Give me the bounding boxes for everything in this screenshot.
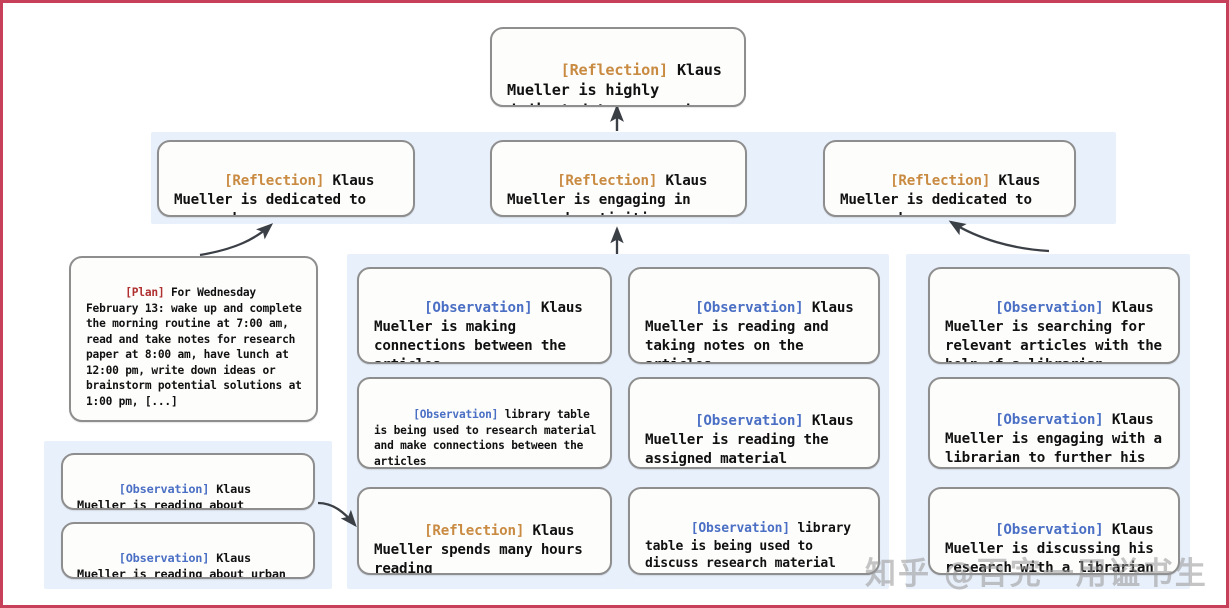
root-reflection-card[interactable]: [Reflection] Klaus Mueller is highly ded… — [490, 27, 746, 107]
column-b-text-3: library table is being used to discuss r… — [645, 521, 859, 572]
column-a-text-1: Klaus Mueller is making connections betw… — [374, 299, 583, 362]
left-observation-text-1: Klaus Mueller is reading about gentrific… — [77, 482, 251, 510]
reflection-text-2: Klaus Mueller is engaging in research ac… — [507, 172, 708, 215]
reflection-tag: [Reflection] — [890, 172, 991, 189]
column-b-card-3[interactable]: [Observation] library table is being use… — [628, 487, 880, 575]
column-b-card-2[interactable]: [Observation] Klaus Mueller is reading t… — [628, 377, 880, 469]
observation-tag: [Observation] — [424, 299, 533, 316]
observation-tag: [Observation] — [695, 412, 804, 429]
column-a-card-2[interactable]: [Observation] library table is being use… — [357, 377, 612, 469]
observation-tag: [Observation] — [118, 551, 210, 566]
column-b-text-2: Klaus Mueller is reading the assigned ma… — [645, 412, 862, 467]
reflection-card-2[interactable]: [Reflection] Klaus Mueller is engaging i… — [490, 140, 747, 217]
column-a-text-3: Klaus Mueller spends many hours reading — [374, 522, 591, 575]
root-reflection-text: Klaus Mueller is highly dedicated to res… — [507, 61, 722, 105]
left-observation-card-1[interactable]: [Observation] Klaus Mueller is reading a… — [61, 453, 315, 510]
reflection-card-3[interactable]: [Reflection] Klaus Mueller is dedicated … — [823, 140, 1076, 217]
reflection-text-1: Klaus Mueller is dedicated to research — [174, 172, 375, 215]
column-c-card-3[interactable]: [Observation] Klaus Mueller is discussin… — [928, 487, 1180, 575]
column-c-text-1: Klaus Mueller is searching for relevant … — [945, 299, 1162, 362]
observation-tag: [Observation] — [995, 299, 1104, 316]
reflection-card-1[interactable]: [Reflection] Klaus Mueller is dedicated … — [157, 140, 415, 217]
column-c-card-2[interactable]: [Observation] Klaus Mueller is engaging … — [928, 377, 1180, 469]
left-observation-text-2: Klaus Mueller is reading about urban des… — [77, 551, 286, 579]
reflection-tag: [Reflection] — [224, 172, 325, 189]
observation-tag: [Observation] — [995, 411, 1104, 428]
diagram-canvas: [Reflection] Klaus Mueller is highly ded… — [3, 3, 1226, 605]
observation-tag: [Observation] — [413, 408, 499, 422]
column-a-card-3[interactable]: [Reflection] Klaus Mueller spends many h… — [357, 487, 612, 575]
reflection-tag: [Reflection] — [557, 172, 658, 189]
arrow-colA-to-reflection-1 — [199, 223, 274, 257]
observation-tag: [Observation] — [995, 521, 1104, 538]
column-c-text-2: Klaus Mueller is engaging with a librari… — [945, 411, 1162, 466]
reflection-tag: [Reflection] — [560, 61, 669, 80]
observation-tag: [Observation] — [690, 521, 790, 537]
plan-text: For Wednesday February 13: wake up and c… — [86, 286, 309, 408]
column-c-card-1[interactable]: [Observation] Klaus Mueller is searching… — [928, 267, 1180, 364]
plan-tag: [Plan] — [125, 286, 165, 300]
left-observation-card-2[interactable]: [Observation] Klaus Mueller is reading a… — [61, 522, 315, 579]
arrow-colC-to-reflection-3 — [948, 220, 1050, 253]
reflection-tag: [Reflection] — [424, 522, 525, 539]
column-b-text-1: Klaus Mueller is reading and taking note… — [645, 299, 854, 362]
observation-tag: [Observation] — [695, 299, 804, 316]
plan-card[interactable]: [Plan] For Wednesday February 13: wake u… — [69, 256, 318, 422]
column-b-card-1[interactable]: [Observation] Klaus Mueller is reading a… — [628, 267, 880, 364]
observation-tag: [Observation] — [118, 482, 210, 497]
reflection-text-3: Klaus Mueller is dedicated to research — [840, 172, 1041, 215]
column-a-text-2: library table is being used to research … — [374, 408, 603, 468]
column-a-card-1[interactable]: [Observation] Klaus Mueller is making co… — [357, 267, 612, 364]
column-c-text-3: Klaus Mueller is discussing his research… — [945, 521, 1162, 575]
